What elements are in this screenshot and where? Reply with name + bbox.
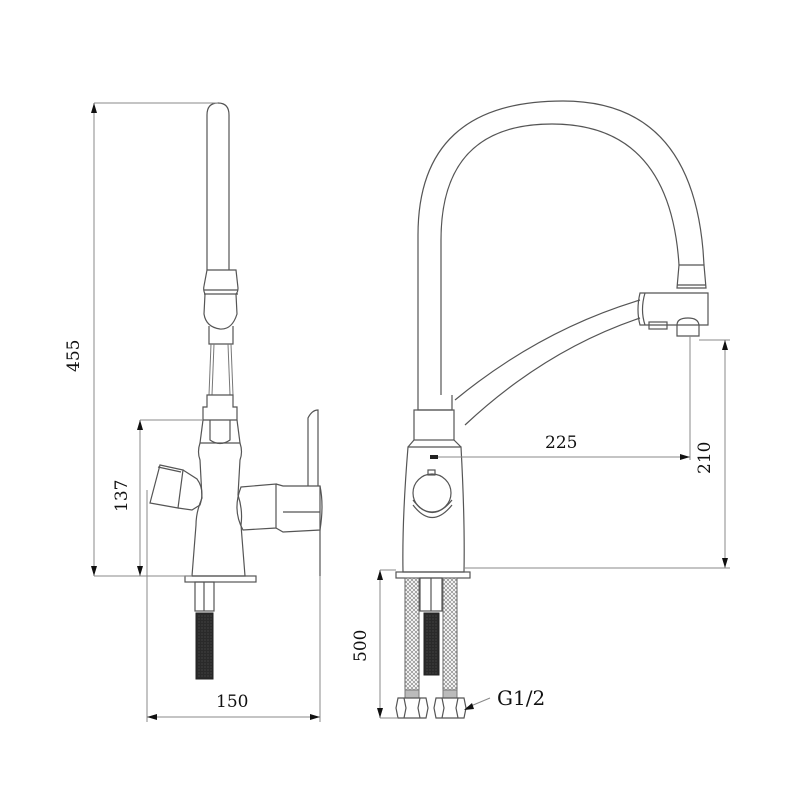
dim-body-height: 137 xyxy=(112,479,132,512)
dim-total-height: 455 xyxy=(64,339,84,372)
hex-nut-left xyxy=(395,697,429,719)
side-view-dimensions xyxy=(91,102,321,722)
spray-head xyxy=(203,269,239,330)
thread-size-label: G1/2 xyxy=(497,686,546,710)
indicator-mark xyxy=(430,455,438,459)
gooseneck-spout xyxy=(417,100,705,395)
side-view xyxy=(149,102,323,680)
center-hose xyxy=(423,612,440,676)
supply-hose xyxy=(195,612,214,680)
hex-nut-right xyxy=(433,697,467,719)
front-view xyxy=(395,100,709,719)
dim-spout-reach: 225 xyxy=(545,433,578,453)
mixer-handle xyxy=(236,483,277,531)
spray-head-block xyxy=(637,292,709,326)
braided-hose-right xyxy=(442,577,458,691)
base-plate-front xyxy=(395,571,471,579)
dim-base-width: 150 xyxy=(216,692,249,712)
base-plate xyxy=(184,575,257,583)
spout-tube xyxy=(206,102,230,270)
dim-hose-length: 500 xyxy=(351,629,371,662)
dim-spout-clearance: 210 xyxy=(695,441,715,474)
faucet-body-front xyxy=(402,446,465,573)
front-view-dimensions xyxy=(377,336,730,719)
braided-hose-left xyxy=(404,577,420,691)
